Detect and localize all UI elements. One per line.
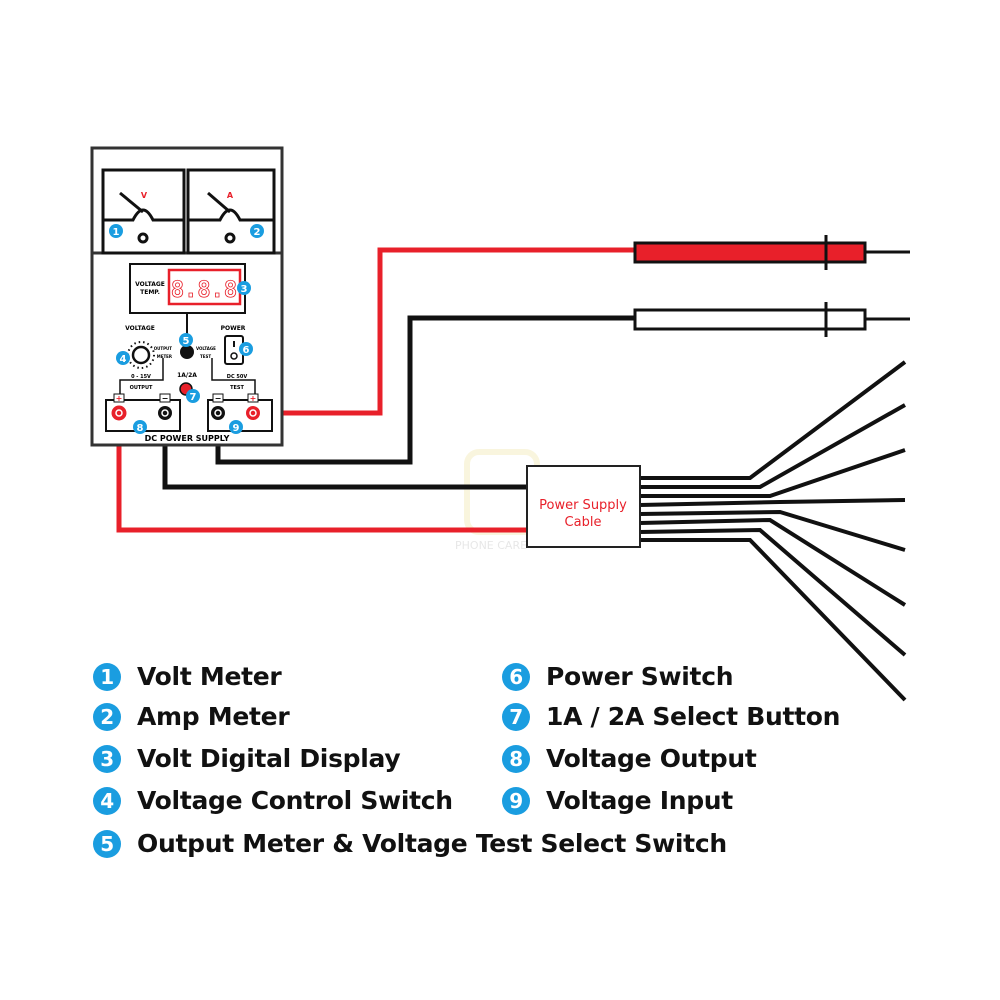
number-badge: 8: [502, 744, 530, 773]
dc-label: DC 50V: [227, 374, 248, 380]
cable-label-2: Cable: [565, 515, 602, 530]
plus-sign: +: [250, 394, 257, 403]
legend-item: 1 Volt Meter: [93, 662, 282, 691]
legend-item: 3 Volt Digital Display: [93, 744, 401, 773]
legend-label: Voltage Input: [546, 786, 733, 815]
volt-meter: V: [101, 168, 186, 255]
output-positive-jack[interactable]: [111, 405, 127, 421]
legend-item: 5 Output Meter & Voltage Test Select Swit…: [93, 829, 727, 858]
badge-7: 7: [190, 392, 197, 403]
legend-label: Output Meter & Voltage Test Select Switc…: [137, 829, 727, 858]
test-positive-jack[interactable]: [246, 406, 260, 420]
minus-sign: −: [162, 394, 169, 403]
meter-a-label: A: [227, 191, 234, 200]
badge-3: 3: [241, 284, 248, 295]
badge-5: 5: [183, 336, 190, 347]
red-output-wire: [116, 413, 530, 533]
badge-1: 1: [113, 227, 120, 238]
fan-wires: [639, 360, 907, 702]
device-name: DC POWER SUPPLY: [145, 434, 230, 443]
voltage-label: VOLTAGE: [125, 325, 155, 332]
legend-item: 7 1A / 2A Select Button: [502, 702, 840, 731]
legend-item: 9 Voltage Input: [502, 786, 733, 815]
digital-display: VOLTAGE TEMP. 8.8.8: [129, 263, 246, 345]
cable-label-1: Power Supply: [539, 498, 627, 513]
number-badge: 4: [93, 786, 121, 815]
display-label-temp: TEMP.: [140, 289, 160, 296]
switch-label-test: TEST: [200, 354, 211, 359]
switch-label-voltage: VOLTAGE: [196, 346, 216, 351]
number-badge: 9: [502, 786, 530, 815]
dc-power-supply: V A VOLTAGE TEMP. 8.8.8 VOLTAGE POWER: [90, 146, 284, 447]
number-badges: 1 2 3 4 5 6 7 8 9: [109, 224, 264, 434]
badge-8: 8: [137, 423, 144, 434]
black-probe[interactable]: [633, 302, 910, 337]
power-label: POWER: [221, 325, 246, 332]
number-badge: 5: [93, 829, 121, 858]
plus-sign: +: [116, 394, 123, 403]
output-label: OUTPUT: [130, 385, 153, 391]
test-negative-jack[interactable]: [211, 406, 225, 420]
badge-2: 2: [254, 227, 261, 238]
switch-label-output: OUTPUT: [154, 346, 173, 351]
amp-meter: A: [186, 168, 276, 255]
legend-item: 6 Power Switch: [502, 662, 734, 691]
legend-label: 1A / 2A Select Button: [546, 702, 841, 731]
badge-4: 4: [120, 354, 127, 365]
watermark: PHONE CARE: [455, 449, 540, 552]
output-test-select-switch[interactable]: OUTPUT METER VOLTAGE TEST: [154, 345, 216, 359]
watermark-text: PHONE CARE: [455, 539, 527, 552]
output-negative-jack[interactable]: [158, 406, 172, 420]
number-badge: 1: [93, 662, 121, 691]
legend-item: 8 Voltage Output: [502, 744, 757, 773]
test-label: TEST: [230, 385, 244, 391]
svg-text:8.8.8: 8.8.8: [171, 278, 237, 303]
legend-item: 2 Amp Meter: [93, 702, 290, 731]
legend-label: Amp Meter: [137, 702, 290, 731]
number-badge: 7: [502, 702, 530, 731]
number-badge: 3: [93, 744, 121, 773]
legend-item: 4 Voltage Control Switch: [93, 786, 453, 815]
legend-label: Voltage Control Switch: [137, 786, 453, 815]
legend-label: Volt Meter: [137, 662, 282, 691]
meter-v-label: V: [141, 191, 148, 200]
power-supply-cable-box: Power Supply Cable: [526, 465, 641, 548]
switch-label-meter: METER: [157, 354, 172, 359]
legend-label: Volt Digital Display: [137, 744, 401, 773]
legend-label: Power Switch: [546, 662, 734, 691]
badge-6: 6: [243, 345, 250, 356]
red-input-wire: [253, 247, 640, 416]
red-probe[interactable]: [633, 235, 910, 270]
minus-sign: −: [215, 394, 222, 403]
range-label: 0 - 15V: [131, 374, 151, 380]
button-label: 1A/2A: [177, 372, 197, 379]
badge-9: 9: [233, 423, 240, 434]
legend-label: Voltage Output: [546, 744, 757, 773]
number-badge: 2: [93, 702, 121, 731]
display-label: VOLTAGE: [135, 281, 165, 288]
number-badge: 6: [502, 662, 530, 691]
